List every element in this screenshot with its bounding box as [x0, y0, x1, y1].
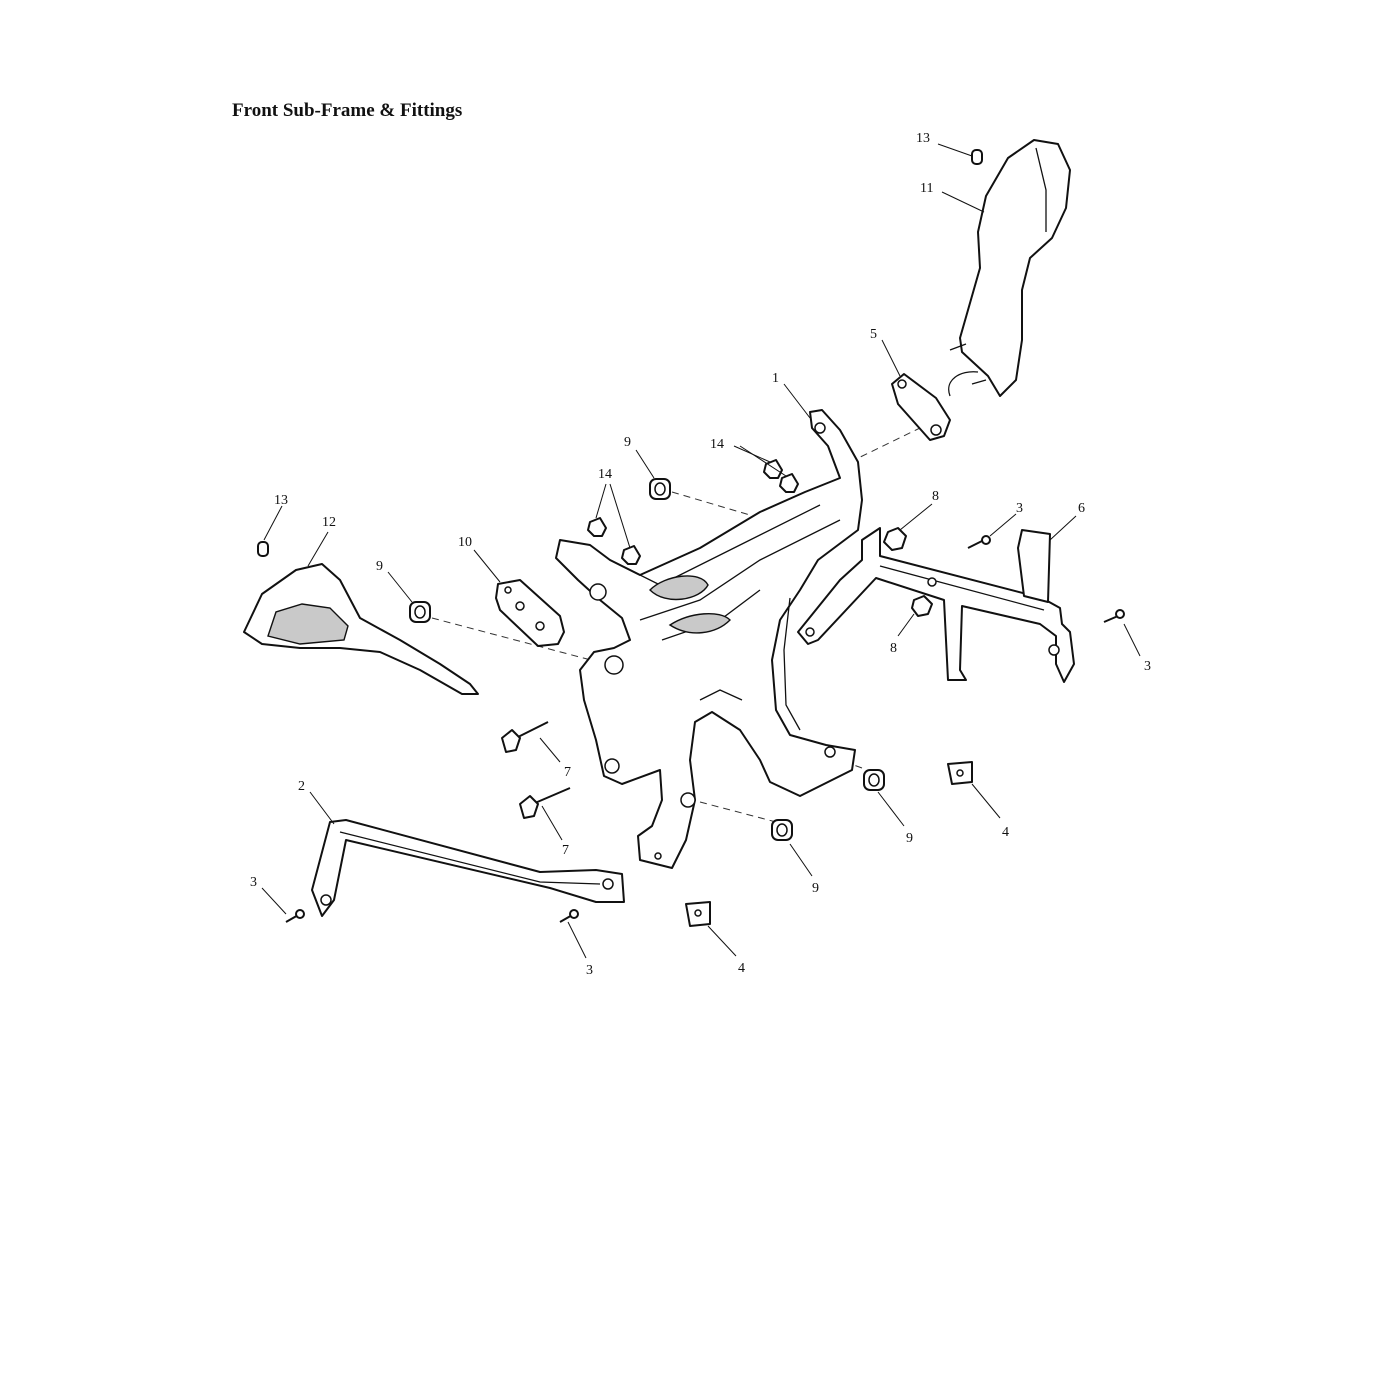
callout-4-bottom: 4	[738, 961, 745, 976]
mount-plate-left-part	[495, 579, 565, 647]
callout-3-bottom: 3	[586, 963, 593, 978]
callout-3-right: 3	[1144, 659, 1151, 674]
callout-3-top: 3	[1016, 501, 1023, 516]
callout-5: 5	[870, 327, 877, 342]
leader-lines	[261, 143, 1141, 959]
callout-10: 10	[458, 535, 472, 550]
callout-11: 11	[920, 181, 933, 196]
bulb-parts	[257, 149, 983, 557]
callout-9-right: 9	[906, 831, 913, 846]
callout-8-lower: 8	[890, 641, 897, 656]
callout-14-left: 14	[598, 467, 612, 482]
callout-13-left: 13	[274, 493, 288, 508]
callout-13-right: 13	[916, 131, 930, 146]
screw-parts	[285, 535, 1125, 923]
callout-9-left: 9	[376, 559, 383, 574]
sub-frame-part	[555, 409, 863, 869]
lower-brace-part	[311, 819, 625, 917]
callout-2: 2	[298, 779, 305, 794]
right-bracket-part	[797, 527, 1075, 683]
left-mirror-part	[243, 563, 479, 695]
clip-parts	[685, 761, 973, 927]
callout-3-left: 3	[250, 875, 257, 890]
assembly-lines	[431, 427, 921, 823]
bolt-parts	[501, 721, 571, 819]
callout-12: 12	[322, 515, 336, 530]
callout-14-right: 14	[710, 437, 724, 452]
callout-labels: 1 2 3 3 3 3 4 4 5 6 7 7 8 8 9 9 9 9 10 1…	[250, 131, 1151, 978]
callout-7-upper: 7	[564, 765, 571, 780]
right-mirror-part	[948, 139, 1071, 397]
callout-9-bottom: 9	[812, 881, 819, 896]
callout-7-lower: 7	[562, 843, 569, 858]
callout-1: 1	[772, 371, 779, 386]
callout-8-upper: 8	[932, 489, 939, 504]
callout-4-right: 4	[1002, 825, 1009, 840]
mount-plate-right-part	[891, 373, 951, 441]
grommet-parts	[409, 478, 885, 841]
page-title: Front Sub-Frame & Fittings	[232, 100, 463, 121]
callout-9-top: 9	[624, 435, 631, 450]
callout-6: 6	[1078, 501, 1085, 516]
